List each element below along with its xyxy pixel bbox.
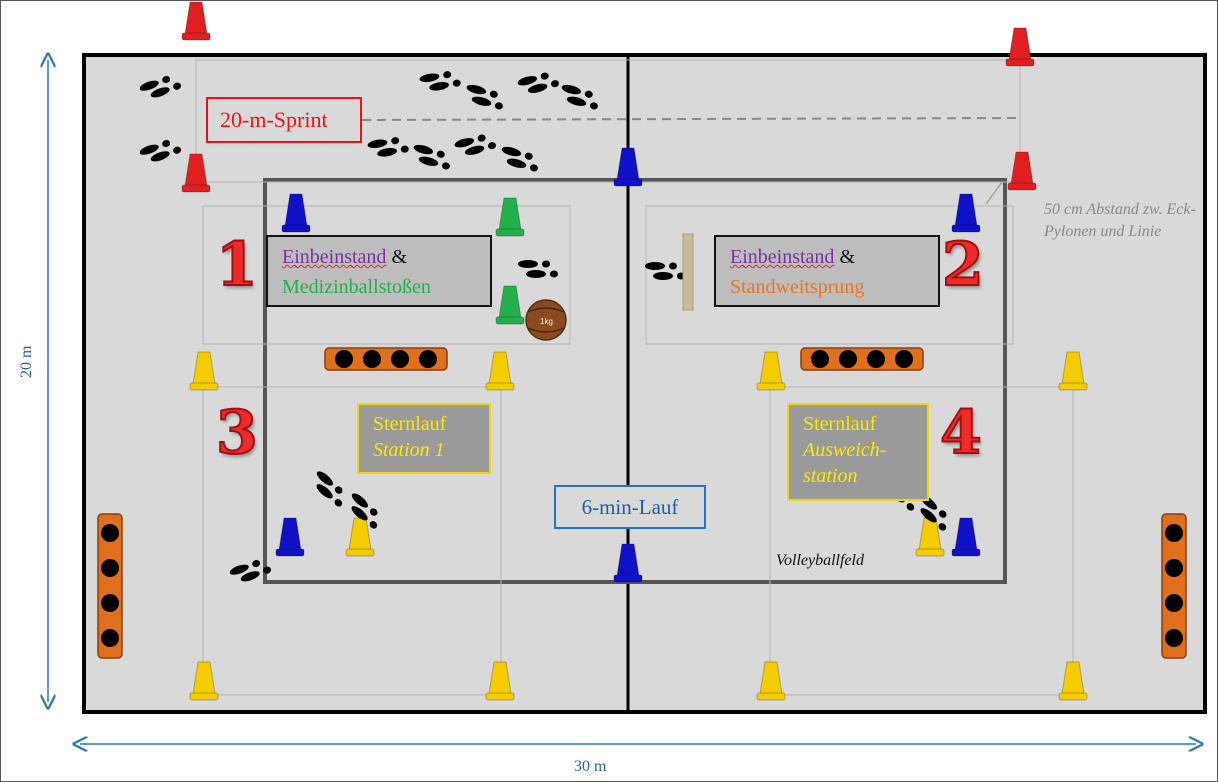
marker-bar — [800, 347, 924, 371]
sternlauf-1-title: Sternlauf — [373, 413, 447, 435]
takeoff-board — [682, 233, 694, 311]
station-number-4: 4 — [939, 397, 983, 469]
footprint-icon — [454, 134, 496, 155]
station-1-amp: & — [386, 246, 407, 268]
red-cone-icon — [1005, 27, 1035, 67]
sports-hall — [82, 53, 1207, 714]
footprints — [139, 71, 947, 582]
marker-bar — [1161, 513, 1187, 659]
green-cone-icon — [495, 197, 525, 237]
yellow-cone-icon — [189, 661, 219, 701]
blue-cone-icon — [281, 193, 311, 233]
cones — [181, 1, 1088, 701]
green-cone-icon — [495, 285, 525, 325]
blue-cone-icon — [951, 193, 981, 233]
station-2-box: Einbeinstand & Standweitsprung — [714, 235, 940, 307]
width-dimension-label: 30 m — [574, 758, 607, 775]
station-2-title: Einbeinstand — [730, 246, 835, 268]
station-2-subtitle: Standweitsprung — [730, 276, 865, 298]
medicine-ball-icon: 1kg — [525, 299, 567, 341]
footprint-icon — [139, 139, 182, 162]
cone-distance-note: 50 cm Abstand zw. Eck-Pylonen und Linie — [1044, 201, 1196, 240]
footprint-icon — [413, 144, 450, 170]
sprint-line — [361, 117, 1023, 121]
sternlauf-station-2-box: Sternlauf Ausweich- station — [787, 403, 929, 501]
footprint-icon — [351, 493, 378, 529]
footprint-icon — [517, 72, 559, 93]
blue-cone-icon — [613, 543, 643, 583]
footprint-icon — [501, 146, 538, 172]
sternlauf-2-subtitle-1: Ausweich- — [803, 439, 887, 461]
footprint-icon — [518, 260, 558, 278]
footprint-icon — [561, 84, 598, 110]
footprint-icon — [466, 84, 503, 110]
station-1-title: Einbeinstand — [282, 246, 387, 268]
footprint-icon — [316, 471, 343, 507]
footprint-icon — [229, 559, 272, 582]
yellow-cone-icon — [485, 661, 515, 701]
yellow-cone-icon — [1058, 351, 1088, 391]
footprint-icon — [367, 137, 409, 157]
yellow-cone-icon — [345, 517, 375, 557]
yellow-cone-icon — [756, 661, 786, 701]
station-2-amp: & — [834, 246, 855, 268]
station-number-3: 3 — [215, 397, 259, 469]
marker-bar — [97, 513, 123, 659]
volleyball-court-label: Volleyballfeld — [776, 552, 864, 569]
station-1-subtitle: Medizinballstoßen — [282, 276, 431, 298]
marker-bars — [97, 347, 1187, 659]
sternlauf-2-subtitle-2: station — [803, 465, 858, 487]
yellow-cone-icon — [756, 351, 786, 391]
sprint-label: 20-m-Sprint — [206, 97, 362, 143]
sternlauf-1-subtitle: Station 1 — [373, 439, 445, 461]
marker-bar — [324, 347, 448, 371]
note-pointer — [985, 181, 1003, 205]
blue-cone-icon — [275, 517, 305, 557]
station-1-box: Einbeinstand & Medizinballstoßen — [266, 235, 492, 307]
blue-cone-icon — [613, 147, 643, 187]
station-number-1: 1 — [215, 229, 259, 301]
six-min-run-label: 6-min-Lauf — [554, 485, 706, 529]
station-number-2: 2 — [941, 229, 985, 301]
height-dimension-label: 20 m — [18, 345, 35, 378]
guide-lines — [195, 59, 1074, 696]
red-cone-icon — [1007, 151, 1037, 191]
blue-cone-icon — [951, 517, 981, 557]
yellow-cone-icon — [1058, 661, 1088, 701]
footprint-icon — [419, 71, 461, 91]
ball-label: 1kg — [540, 317, 553, 326]
red-cone-icon — [181, 153, 211, 193]
footprint-icon — [139, 75, 182, 98]
sternlauf-station-1-box: Sternlauf Station 1 — [357, 403, 491, 474]
red-cone-icon — [181, 1, 211, 41]
sternlauf-2-title: Sternlauf — [803, 413, 877, 435]
yellow-cone-icon — [485, 351, 515, 391]
yellow-cone-icon — [189, 351, 219, 391]
